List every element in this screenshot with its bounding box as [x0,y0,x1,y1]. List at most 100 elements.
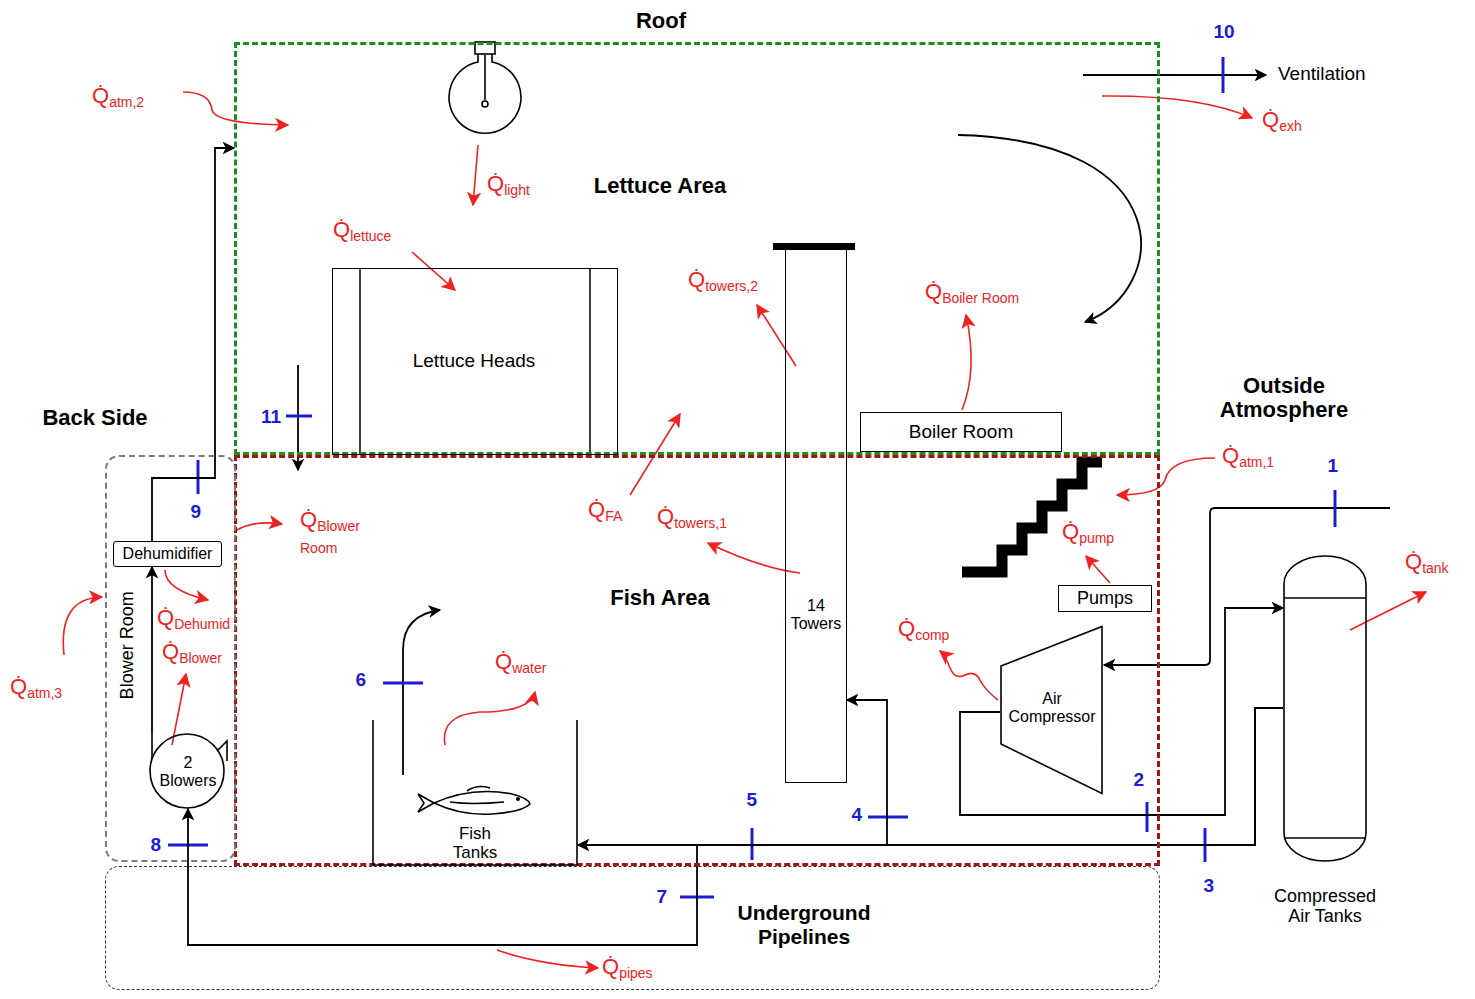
dehumidifier-box: Dehumidifier [113,541,222,567]
air-tank-capsule: Compressed Air Tanks [1283,555,1367,862]
tank-outline [1284,556,1366,861]
station-number: 3 [1204,876,1215,897]
station-tick [1146,802,1149,832]
station-number: 5 [747,790,758,811]
node-label: Underground Pipelines [722,901,887,949]
node-label: Boiler Room [871,421,1051,443]
heat-subscript: atm,3 [27,685,62,701]
ventilation-arrow [1083,74,1266,76]
heat-arrow [165,570,208,600]
intake-line [1104,508,1390,665]
pipe-connector [188,708,1283,945]
heat-subscript: exh [1279,118,1302,134]
node-label: Lettuce Area [550,173,770,198]
heat-flow-label: Q̇exh [1262,108,1302,135]
heat-arrow [1086,556,1110,583]
lettuce-bed: Lettuce Heads [332,268,618,455]
lettuce-area-region: RoofLettuce AreaLettuce HeadsBoiler Room [234,42,1160,455]
heat-arrow [757,305,796,366]
pumps-box: Pumps [1058,585,1152,612]
tank-seam [1284,837,1366,839]
heat-symbol: Q̇ [1062,519,1079,544]
heat-subscript: pipes [619,965,652,981]
heat-flow-label: Q̇towers,2 [688,268,758,295]
heat-symbol: Q̇ [688,267,705,292]
tank-walls [373,720,577,865]
station-number: 4 [852,805,863,826]
blower-outline [150,734,224,808]
station-tick [197,460,200,494]
station-tick [1334,490,1337,527]
node-label: Fish Tanks [443,824,507,863]
air-tank-capsule-shape [1283,555,1367,862]
heat-subscript: Boiler Room [942,290,1019,306]
heat-flow-label: Q̇light [487,172,530,199]
pipe-connector [151,567,153,733]
station-tick [751,828,754,860]
station-number: 7 [657,887,668,908]
heat-subscript: Blower [179,650,222,666]
station-number: 1 [1328,456,1339,477]
heat-flow-label: Q̇FA [588,498,622,525]
heat-subscript: pump [1079,530,1114,546]
blower-outlet [217,741,227,761]
heat-flow-label: Q̇atm,3 [10,675,62,702]
blower-stub [151,733,153,759]
heat-arrow [1117,458,1215,495]
blower-circle: 2 Blowers [148,733,228,809]
air-flow-arrows [298,75,1390,775]
heat-arrow [412,252,455,290]
heat-subscript: atm,2 [109,94,144,110]
station-tick [286,415,312,418]
heat-arrow [63,597,102,655]
station-tick [383,682,423,685]
heat-subscript: towers,2 [705,278,758,294]
heat-arrow [1102,96,1252,118]
heat-symbol: Q̇ [602,954,619,979]
heat-flow-label: Q̇Boiler Room [925,280,1019,307]
node-label: Roof [601,8,721,33]
node-label: 2 Blowers [157,754,219,791]
heat-symbol: Q̇ [300,507,317,532]
heat-flow-label: Q̇atm,1 [1222,444,1274,471]
heat-subscript: atm,1 [1239,454,1274,470]
heat-arrow [444,692,535,745]
stairs [962,462,1102,572]
node-label: Blower Room [117,570,138,720]
node-label: Pumps [1060,588,1150,609]
node-label: Lettuce Heads [374,350,574,372]
fish-fin [467,787,490,791]
heat-flow-label: Q̇towers,1 [657,505,727,532]
bed-divider [359,268,361,455]
heat-symbol: Q̇ [157,605,174,630]
heat-subscript: towers,1 [674,515,727,531]
heat-flow-label: Q̇Blower [162,640,222,667]
station-tick [868,816,908,819]
node-label: Dehumidifier [115,545,220,563]
heat-flow-label: Q̇pipes [602,955,653,982]
compressor-trapezoid: Air Compressor [1000,625,1103,795]
pipe-connector [578,708,1283,845]
heat-arrow [962,315,971,410]
area-label: Outside Atmosphere [1194,374,1374,422]
heat-symbol: Q̇ [657,504,674,529]
heat-symbol: Q̇ [495,649,512,674]
pipe-connector [960,608,1283,815]
node-label: Fish Area [560,585,760,610]
heat-subscript: Dehumid [174,616,230,632]
node-label: Compressed Air Tanks [1269,886,1381,927]
fish-body [434,791,530,814]
heat-flow-label: Q̇atm,2 [92,84,144,111]
heat-symbol: Q̇ [10,674,27,699]
bulb-glass [449,54,521,133]
station-number: 11 [261,407,281,428]
bulb-filament [484,55,486,100]
fish-icon [418,787,530,815]
heat-symbol: Q̇ [1405,549,1422,574]
fish-stripe [450,802,504,804]
heat-symbol: Q̇ [898,616,915,641]
pipe-connector [152,148,234,541]
heat-subscript: comp [915,627,949,643]
